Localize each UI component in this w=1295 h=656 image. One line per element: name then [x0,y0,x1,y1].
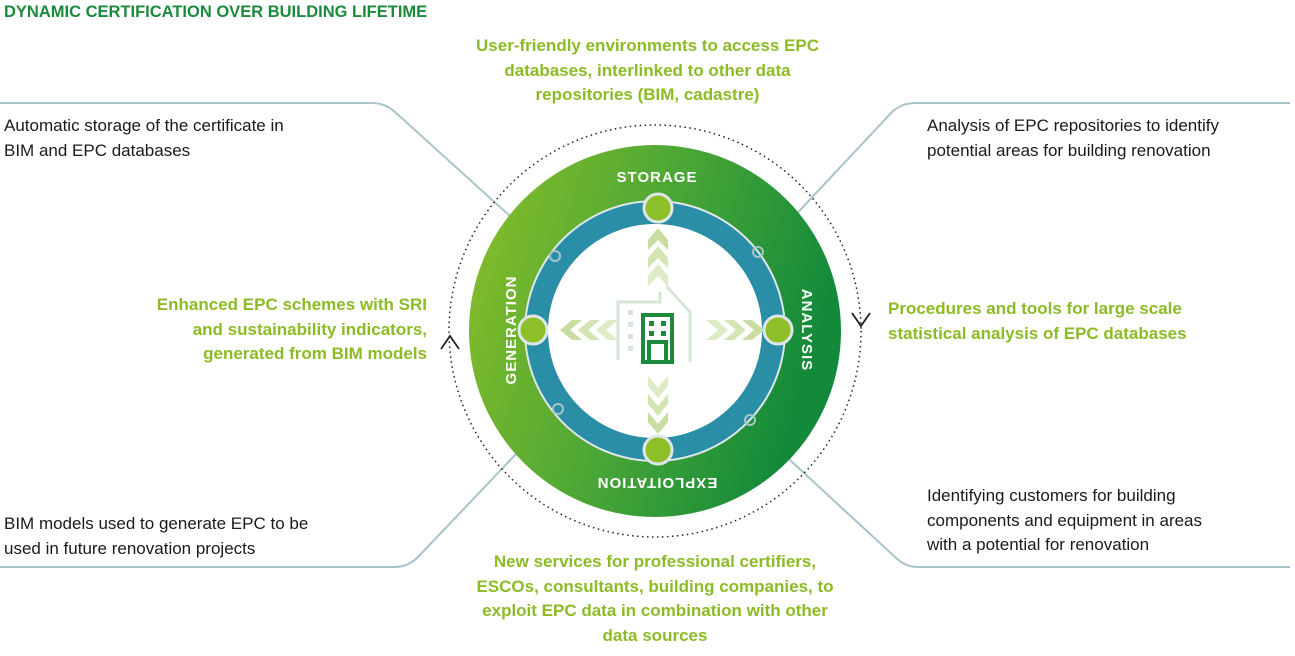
text-line: repositories (BIM, cadastre) [535,85,760,104]
text-line: and sustainability indicators, [192,319,427,339]
label-storage: STORAGE [617,169,698,186]
text-line: Identifying customers for building [927,486,1176,505]
label-generation: GENERATION [503,276,520,385]
text-line: New services for professional certifiers… [493,552,817,571]
green-text-top: User-friendly environments to access EPC… [420,34,875,108]
label-analysis: ANALYSIS [798,289,815,371]
arrow-up [648,228,668,286]
text-top-right: Analysis of EPC repositories to identify… [927,114,1219,163]
text-bottom-right: Identifying customers for building compo… [927,484,1202,558]
dotted-orbit [448,124,862,538]
node-generation [517,314,549,346]
green-text-right: Procedures and tools for large scale sta… [888,297,1288,346]
text-line: User-friendly environments to access EPC [476,36,819,55]
node-analysis [762,314,794,346]
page-title: DYNAMIC CERTIFICATION OVER BUILDING LIFE… [4,3,428,21]
text-line: Enhanced EPC schemes with SRI [156,295,427,314]
connector-top-right [757,102,1290,256]
text-line: potential areas for building renovation [927,140,1211,160]
text-line: statistical analysis of EPC databases [888,323,1187,343]
text-line: components and equipment in areas [927,510,1203,530]
text-line: ESCOs, consultants, building companies, … [476,576,834,596]
text-line: BIM models used to generate EPC to be [4,514,309,533]
text-line: exploit EPC data in combination with oth… [482,601,828,620]
green-text-bottom: New services for professional certifiers… [440,550,870,648]
building-icon [616,284,692,364]
node-exploitation [642,434,674,466]
connector-bottom-left [0,409,559,568]
text-line: generated from BIM models [203,344,427,363]
chevron-down-icon [851,312,871,328]
text-line: used in future renovation projects [4,538,256,558]
text-top-left: Automatic storage of the certificate in … [4,114,284,163]
text-bottom-left: BIM models used to generate EPC to be us… [4,512,308,561]
connector-lines [0,102,1290,568]
arrow-left [560,320,618,340]
text-line: BIM and EPC databases [4,140,191,160]
arrow-right [706,320,764,340]
label-exploitation: EXPLOITATION [597,474,718,491]
text-line: Procedures and tools for large scale [888,299,1182,318]
green-text-left: Enhanced EPC schemes with SRI and sustai… [90,293,427,367]
text-line: with a potential for renovation [927,535,1150,554]
text-line: data sources [602,625,708,645]
connector-bottom-right [751,424,1290,568]
chevron-up-icon [440,334,460,350]
text-line: Automatic storage of the certificate in [4,116,284,135]
text-line: databases, interlinked to other data [504,60,791,80]
arrow-down [648,376,668,434]
text-line: Analysis of EPC repositories to identify [927,116,1219,135]
node-storage [642,192,674,224]
connector-top-left [0,102,554,256]
